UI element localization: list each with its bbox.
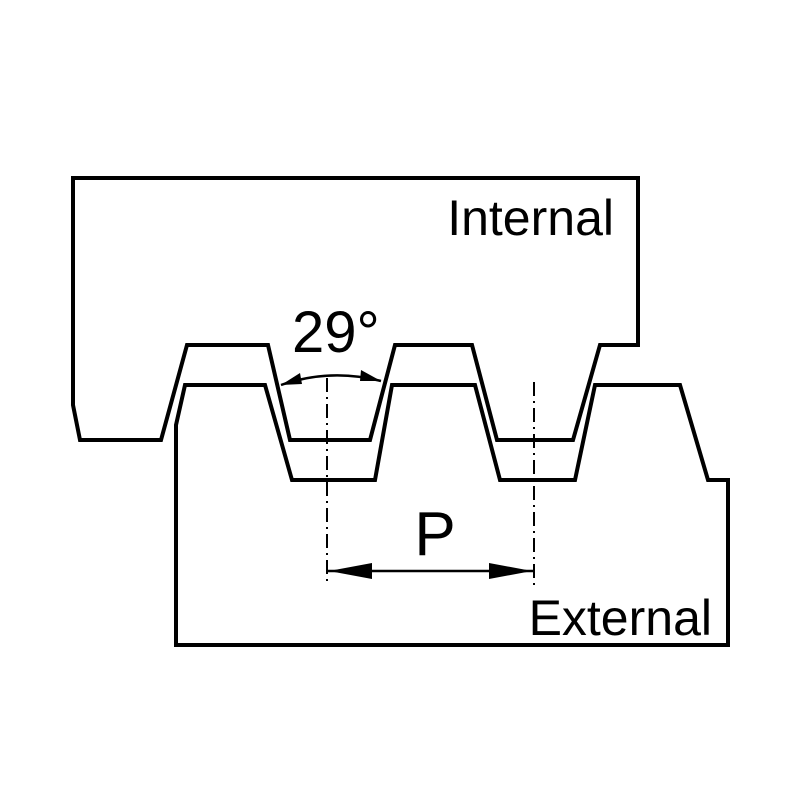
internal-label: Internal — [447, 190, 614, 246]
internal-part-outline — [71, 176, 640, 442]
angle-label: 29° — [292, 300, 380, 365]
angle-arrowhead-right — [360, 370, 381, 381]
pitch-arrowhead-left — [329, 563, 372, 579]
angle-arrowhead-left — [281, 373, 302, 385]
external-label: External — [529, 590, 712, 646]
pitch-label: P — [414, 500, 455, 569]
pitch-arrowhead-right — [489, 563, 532, 579]
external-part-outline — [174, 383, 730, 647]
